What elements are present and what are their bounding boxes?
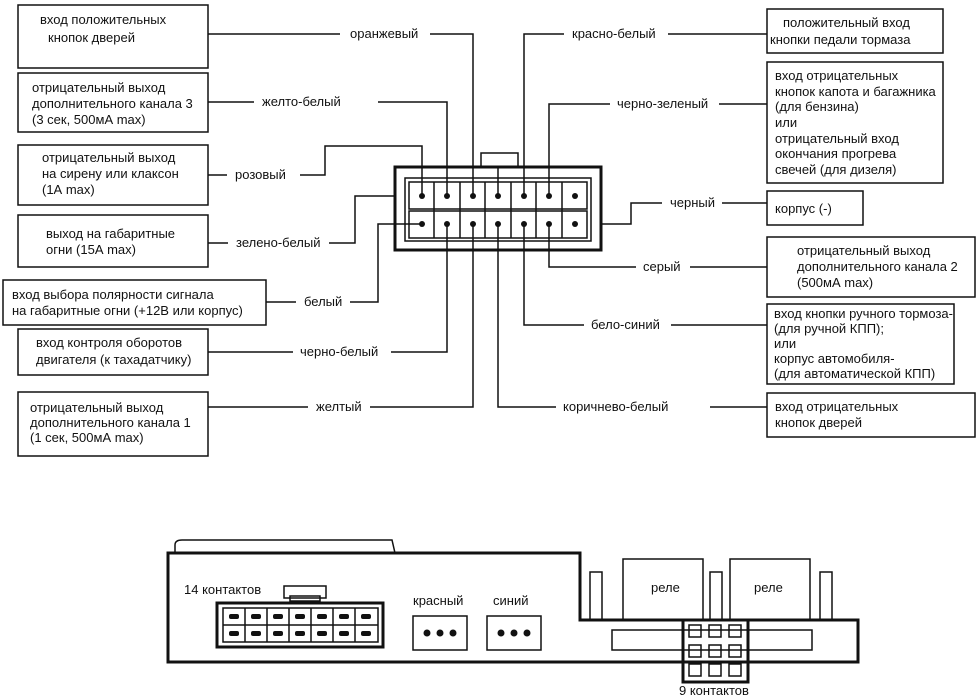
right-block-6-line-1: вход отрицательных bbox=[775, 399, 899, 414]
left-block-3: отрицательный выход на сирену или клаксо… bbox=[17, 144, 209, 206]
left-block-3-line-2: на сирену или клаксон bbox=[42, 166, 179, 181]
right-block-2-line-4: или bbox=[775, 115, 797, 130]
unit-connector-red bbox=[412, 615, 468, 651]
wire-black: черный bbox=[601, 195, 767, 225]
wire-pink: розовый bbox=[208, 145, 423, 196]
left-block-1-line-2: кнопок дверей bbox=[48, 30, 135, 45]
wire-label-red-white: красно-белый bbox=[572, 26, 656, 41]
right-block-1: положительный вход кнопки педали тормаза bbox=[766, 8, 944, 54]
left-block-2-line-2: дополнительного канала 3 bbox=[32, 96, 193, 111]
right-block-5-line-1: вход кнопки ручного тормоза- bbox=[774, 306, 953, 321]
relay-1-label: реле bbox=[651, 580, 680, 595]
right-block-6: вход отрицательных кнопок дверей bbox=[766, 392, 976, 438]
right-block-4-line-2: дополнительного канала 2 bbox=[797, 259, 958, 274]
unit-lid-tab bbox=[174, 539, 396, 554]
unit-body bbox=[166, 551, 860, 664]
right-block-4-line-3: (500мА max) bbox=[797, 275, 873, 290]
wire-yellow: желтый bbox=[208, 224, 474, 414]
right-block-2-line-2: кнопок капота и багажника bbox=[775, 84, 937, 99]
wire-label-white: белый bbox=[304, 294, 342, 309]
wire-label-yellow-white: желто-белый bbox=[262, 94, 341, 109]
wire-orange: оранжевый bbox=[208, 26, 474, 196]
wire-label-white-blue: бело-синий bbox=[591, 317, 660, 332]
wire-yellow-white: желто-белый bbox=[208, 94, 448, 196]
right-block-2-line-7: свечей (для дизеля) bbox=[775, 162, 897, 177]
right-block-4: отрицательный выход дополнительного кана… bbox=[766, 236, 976, 298]
left-block-7: отрицательный выход дополнительного кана… bbox=[17, 391, 209, 457]
unit-connector14-label: 14 контактов bbox=[184, 582, 261, 597]
left-block-1: вход положительных кнопок дверей bbox=[17, 4, 209, 69]
unit-connector-9 bbox=[681, 618, 750, 684]
left-block-1-line-1: вход положительных bbox=[40, 12, 167, 27]
wire-white: белый bbox=[266, 223, 422, 309]
wire-label-green-white: зелено-белый bbox=[236, 235, 320, 250]
wire-label-black: черный bbox=[670, 195, 715, 210]
unit-fuse-strip bbox=[611, 629, 813, 651]
unit-connector9-label: 9 контактов bbox=[679, 683, 749, 697]
wire-label-brown-white: коричнево-белый bbox=[563, 399, 668, 414]
right-block-1-line-2: кнопки педали тормаза bbox=[770, 32, 911, 47]
right-block-1-line-1: положительный вход bbox=[783, 15, 910, 30]
right-block-5-line-4: корпус автомобиля- bbox=[774, 351, 895, 366]
right-block-2-line-6: окончания прогрева bbox=[775, 146, 897, 161]
wire-brown-white: коричнево-белый bbox=[497, 224, 767, 414]
right-block-2-line-3: (для бензина) bbox=[775, 99, 859, 114]
wire-black-white: черно-белый bbox=[208, 224, 448, 359]
relay-2: реле bbox=[729, 558, 833, 621]
left-block-5: вход выбора полярности сигнала на габари… bbox=[2, 279, 267, 326]
wire-red-white: красно-белый bbox=[523, 26, 767, 196]
right-block-5-line-5: (для автоматической КПП) bbox=[774, 366, 935, 381]
left-block-2: отрицательный выход дополнительного кана… bbox=[17, 72, 209, 133]
wire-label-black-white: черно-белый bbox=[300, 344, 378, 359]
left-block-3-line-1: отрицательный выход bbox=[42, 150, 176, 165]
wire-gray: серый bbox=[548, 224, 767, 274]
left-block-5-line-1: вход выбора полярности сигнала bbox=[12, 287, 214, 302]
left-block-6-line-1: вход контроля оборотов bbox=[36, 335, 182, 350]
relay-1: реле bbox=[589, 558, 723, 621]
wire-black-green: черно-зеленый bbox=[548, 96, 767, 196]
left-block-3-line-3: (1А max) bbox=[42, 182, 95, 197]
left-block-4: выход на габаритные огни (15А max) bbox=[17, 214, 209, 268]
alarm-unit: 14 контактов bbox=[166, 539, 860, 697]
wire-label-black-green: черно-зеленый bbox=[617, 96, 708, 111]
wire-label-orange: оранжевый bbox=[350, 26, 418, 41]
unit-connector-14 bbox=[215, 585, 385, 649]
left-block-7-line-1: отрицательный выход bbox=[30, 400, 164, 415]
wire-green-white: зелено-белый bbox=[208, 195, 395, 250]
wire-label-yellow: желтый bbox=[316, 399, 362, 414]
right-block-3: корпус (-) bbox=[766, 190, 864, 226]
left-block-4-line-1: выход на габаритные bbox=[46, 226, 175, 241]
unit-blue-label: синий bbox=[493, 593, 528, 608]
right-block-5: вход кнопки ручного тормоза- (для ручной… bbox=[766, 303, 955, 385]
left-block-6-line-2: двигателя (к тахадатчику) bbox=[36, 352, 191, 367]
wire-white-blue: бело-синий bbox=[523, 224, 767, 332]
unit-connector-blue bbox=[486, 615, 542, 651]
left-block-7-line-2: дополнительного канала 1 bbox=[30, 415, 191, 430]
left-block-2-line-1: отрицательный выход bbox=[32, 80, 166, 95]
left-block-6: вход контроля оборотов двигателя (к таха… bbox=[17, 328, 209, 376]
right-block-2: вход отрицательных кнопок капота и багаж… bbox=[766, 61, 944, 184]
left-block-5-line-2: на габаритные огни (+12В или корпус) bbox=[12, 303, 243, 318]
wire-label-pink: розовый bbox=[235, 167, 286, 182]
right-block-5-line-3: или bbox=[774, 336, 796, 351]
right-block-3-line-1: корпус (-) bbox=[775, 201, 832, 216]
right-block-6-line-2: кнопок дверей bbox=[775, 415, 862, 430]
wire-label-gray: серый bbox=[643, 259, 681, 274]
connector-14-pins bbox=[419, 193, 578, 227]
right-block-2-line-5: отрицательный вход bbox=[775, 131, 899, 146]
right-block-5-line-2: (для ручной КПП); bbox=[774, 321, 884, 336]
relay-2-label: реле bbox=[754, 580, 783, 595]
left-block-2-line-3: (3 сек, 500мА max) bbox=[32, 112, 146, 127]
unit-red-label: красный bbox=[413, 593, 463, 608]
left-block-7-line-3: (1 сек, 500мА max) bbox=[30, 430, 144, 445]
left-block-4-line-2: огни (15А max) bbox=[46, 242, 136, 257]
right-block-2-line-1: вход отрицательных bbox=[775, 68, 899, 83]
right-block-4-line-1: отрицательный выход bbox=[797, 243, 931, 258]
